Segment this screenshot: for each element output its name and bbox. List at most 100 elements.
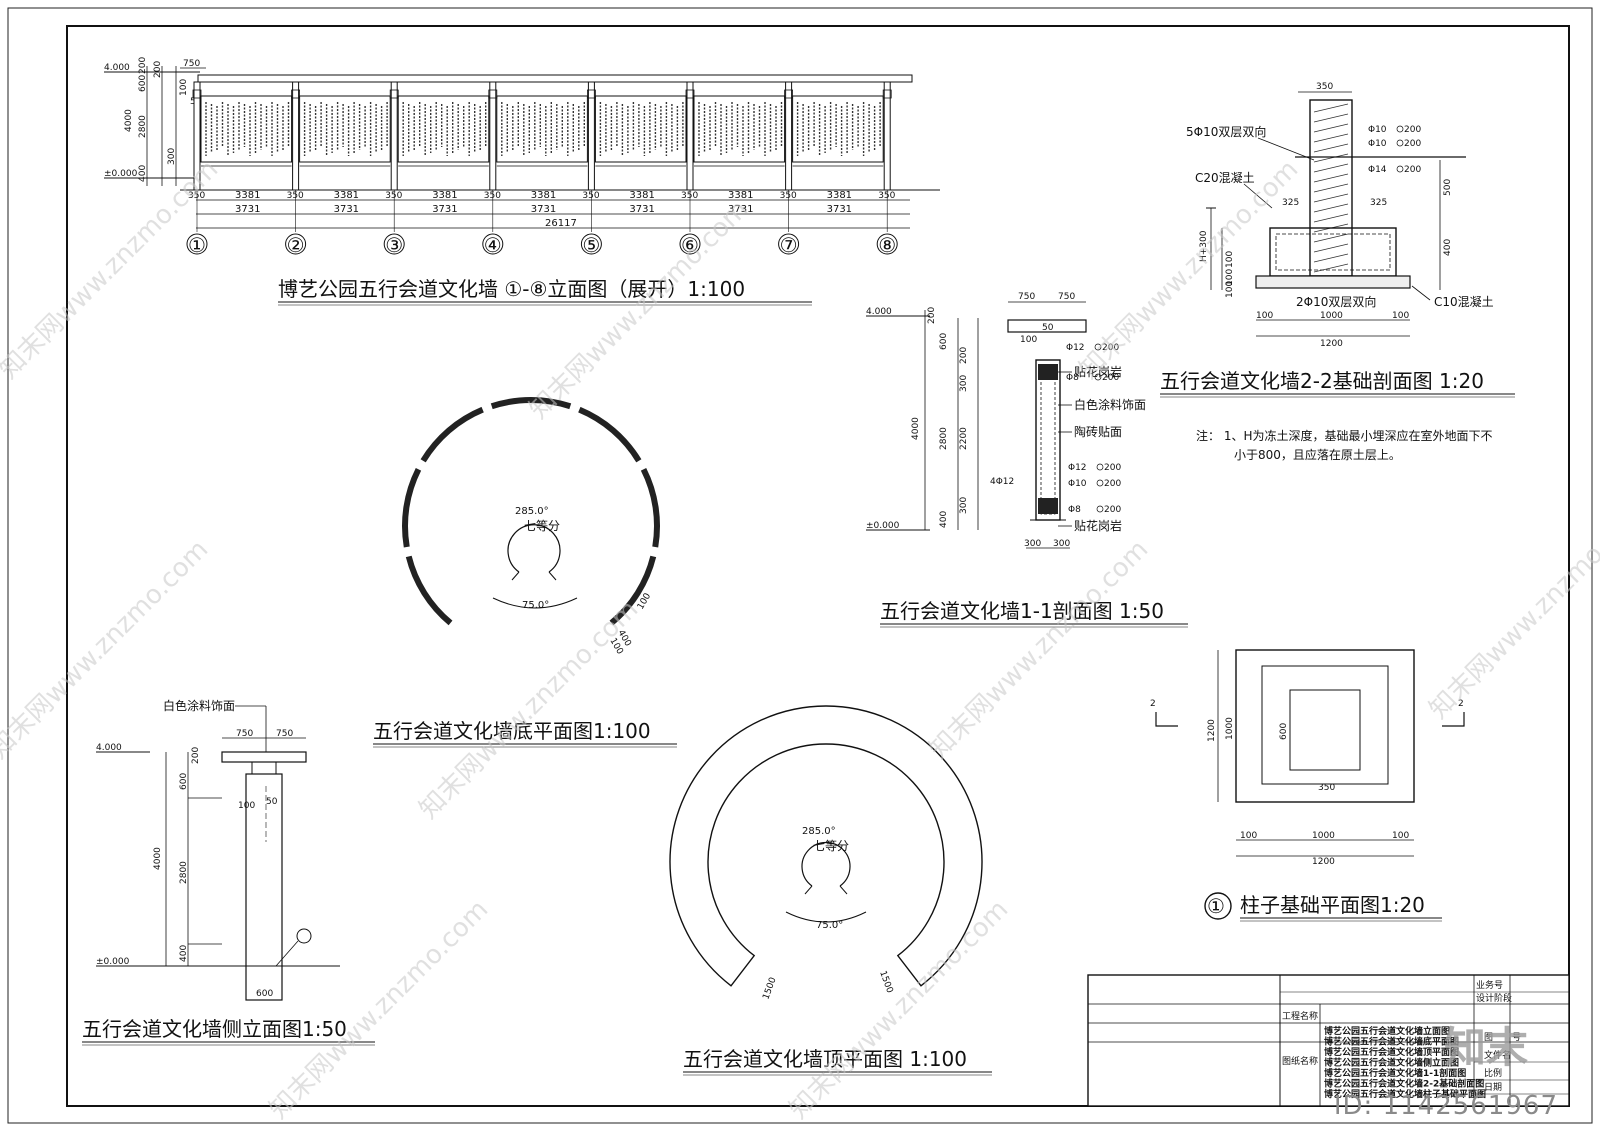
fnd-side-100c: 100	[1225, 281, 1235, 298]
col-cut-label-right: 2	[1458, 699, 1464, 709]
top-angle-arc	[801, 841, 851, 887]
axis-label-6: ⑥	[681, 233, 699, 257]
sec-level-top: 4.000	[866, 307, 892, 317]
sec-dim-200a: 200	[927, 307, 937, 324]
col-dim-h-350: 350	[1318, 783, 1335, 793]
hatch-line	[1313, 263, 1349, 273]
tb-field-number: 号	[1512, 1032, 1521, 1043]
column-cap-6	[685, 89, 695, 99]
side-h-400: 400	[179, 945, 189, 962]
rebar-circle	[1396, 165, 1404, 173]
column-cap-5	[587, 89, 596, 99]
sec-cap	[1007, 319, 1087, 333]
wall-arc-segment-2	[402, 467, 422, 548]
axis-label-4: ④	[484, 233, 502, 257]
watermark-8: 知末网www.znzmo.com	[264, 894, 495, 1125]
bay-width-dim: 3731	[235, 204, 260, 215]
col-plan-column	[1289, 689, 1361, 771]
hatch-line	[1313, 213, 1349, 223]
fnd-rebar-spacing-1: 200	[1404, 125, 1421, 135]
fnd-w-1200: 1200	[1320, 339, 1343, 349]
column-cap-4	[488, 89, 498, 99]
side-h-200: 200	[191, 747, 201, 764]
sec-bottom-dim-300b: 300	[1053, 539, 1070, 549]
panel-width-dim: 3381	[235, 190, 260, 201]
fnd-rebar-spacing-2: 200	[1404, 139, 1421, 149]
side-base-width: 600	[256, 989, 273, 999]
column-cap-8	[882, 89, 892, 99]
top-angle-75: 75.0°	[816, 920, 843, 931]
hatch-line	[1313, 253, 1349, 263]
col-plan-number-bubble	[1204, 892, 1232, 920]
bottom-angle-285: 285.0°	[515, 506, 549, 517]
wall-arc-segment-1	[405, 555, 453, 626]
tb-business-no: 业务号	[1476, 979, 1503, 991]
inner-border	[66, 25, 1570, 1107]
wall-panel-4	[496, 95, 588, 163]
axis-bubble-1	[186, 233, 208, 255]
sec-rebar-3: Φ12	[1068, 463, 1087, 473]
rebar-circle	[1096, 505, 1104, 513]
col-plan-inner	[1261, 665, 1389, 785]
hatch-line	[1313, 133, 1349, 143]
fnd-h-label: H+300	[1199, 230, 1209, 262]
fnd-side-500: 500	[1443, 179, 1453, 196]
hatch-line	[1313, 113, 1349, 123]
fnd-rebar-1: Φ10	[1368, 125, 1387, 135]
sec-dim-300a: 300	[959, 375, 969, 392]
axis-label-8: ⑧	[878, 233, 896, 257]
tb-drawing-item-1: 博艺公园五行会道文化墙立面图	[1324, 1025, 1450, 1037]
bay-width-dim: 3731	[827, 204, 852, 215]
sec-dim-2800: 2800	[939, 427, 949, 450]
hatch-line	[1313, 143, 1349, 153]
tb-drawing-item-2: 博艺公园五行会道文化墙底平面图	[1324, 1036, 1459, 1048]
sec-bottom-dim-300a: 300	[1024, 539, 1041, 549]
top-angle-285: 285.0°	[802, 826, 836, 837]
tb-field-file: 文件名	[1484, 1049, 1511, 1061]
sec-rebar-2: Φ8	[1066, 373, 1079, 383]
title-block: 业务号 设计阶段 工程名称 图纸名称 博艺公园五行会道文化墙立面图博艺公园五行会…	[1087, 974, 1570, 1107]
tb-drawing-item-6: 博艺公园五行会道文化墙2-2基础剖面图	[1324, 1078, 1484, 1090]
rebar-circle	[1094, 343, 1102, 351]
sec-dim-200b: 200	[959, 347, 969, 364]
axis-label-5: ⑤	[582, 233, 600, 257]
elev-total-dim: 26117	[545, 218, 577, 229]
fnd-label-c10: C10混凝土	[1434, 294, 1494, 309]
side-level-base: ±0.000	[96, 957, 130, 967]
fnd-w-1000: 1000	[1320, 311, 1343, 321]
col-cut-label-left: 2	[1150, 699, 1156, 709]
tb-drawing-item-3: 博艺公园五行会道文化墙顶平面图	[1324, 1046, 1459, 1058]
fnd-column-hatch	[1313, 103, 1349, 273]
col-width-dim: 350	[878, 191, 895, 201]
wall-arc-segment-5	[578, 406, 642, 463]
sec-rebar-5: Φ8	[1068, 505, 1081, 515]
axis-label-2: ②	[287, 233, 305, 257]
tb-drawing-name: 图纸名称	[1282, 1055, 1318, 1067]
section-11-drawing: 4.000 ±0.000 200 600 2800 400 4000 200 3…	[866, 292, 1188, 628]
bay-width-dim: 3731	[432, 204, 457, 215]
hatch-line	[1313, 123, 1349, 133]
axis-bubble-4	[482, 233, 504, 255]
sec-label-white-coat: 白色涂料饰面	[1074, 397, 1146, 412]
axis-bubble-8	[876, 233, 898, 255]
watermark-6: 知末网www.znzmo.com	[924, 534, 1155, 765]
elev-top-dim-750: 750	[183, 59, 200, 69]
axis-label-1: ①	[188, 233, 206, 257]
col-width-dim: 350	[780, 191, 797, 201]
panel-width-dim: 3381	[531, 190, 556, 201]
sec-rebar-spacing-2: 200	[1102, 373, 1119, 383]
watermark-7: 知末网www.znzmo.com	[1424, 494, 1600, 725]
wall-panel-3	[397, 95, 490, 163]
col-dim-v-1200: 1200	[1207, 719, 1217, 742]
elev-h-400: 400	[138, 165, 148, 182]
column-plan-drawing: 2 2 1200 1000 600 350 100 1000 100 1200 …	[1150, 649, 1465, 922]
col-plan-outer	[1235, 649, 1415, 803]
panel-width-dim: 3381	[432, 190, 457, 201]
col-width-dim: 350	[484, 191, 501, 201]
top-end-dim-left: 1500	[761, 976, 778, 1001]
axis-label-3: ③	[385, 233, 403, 257]
hatch-line	[1313, 163, 1349, 173]
side-detail-50: 50	[266, 797, 278, 807]
